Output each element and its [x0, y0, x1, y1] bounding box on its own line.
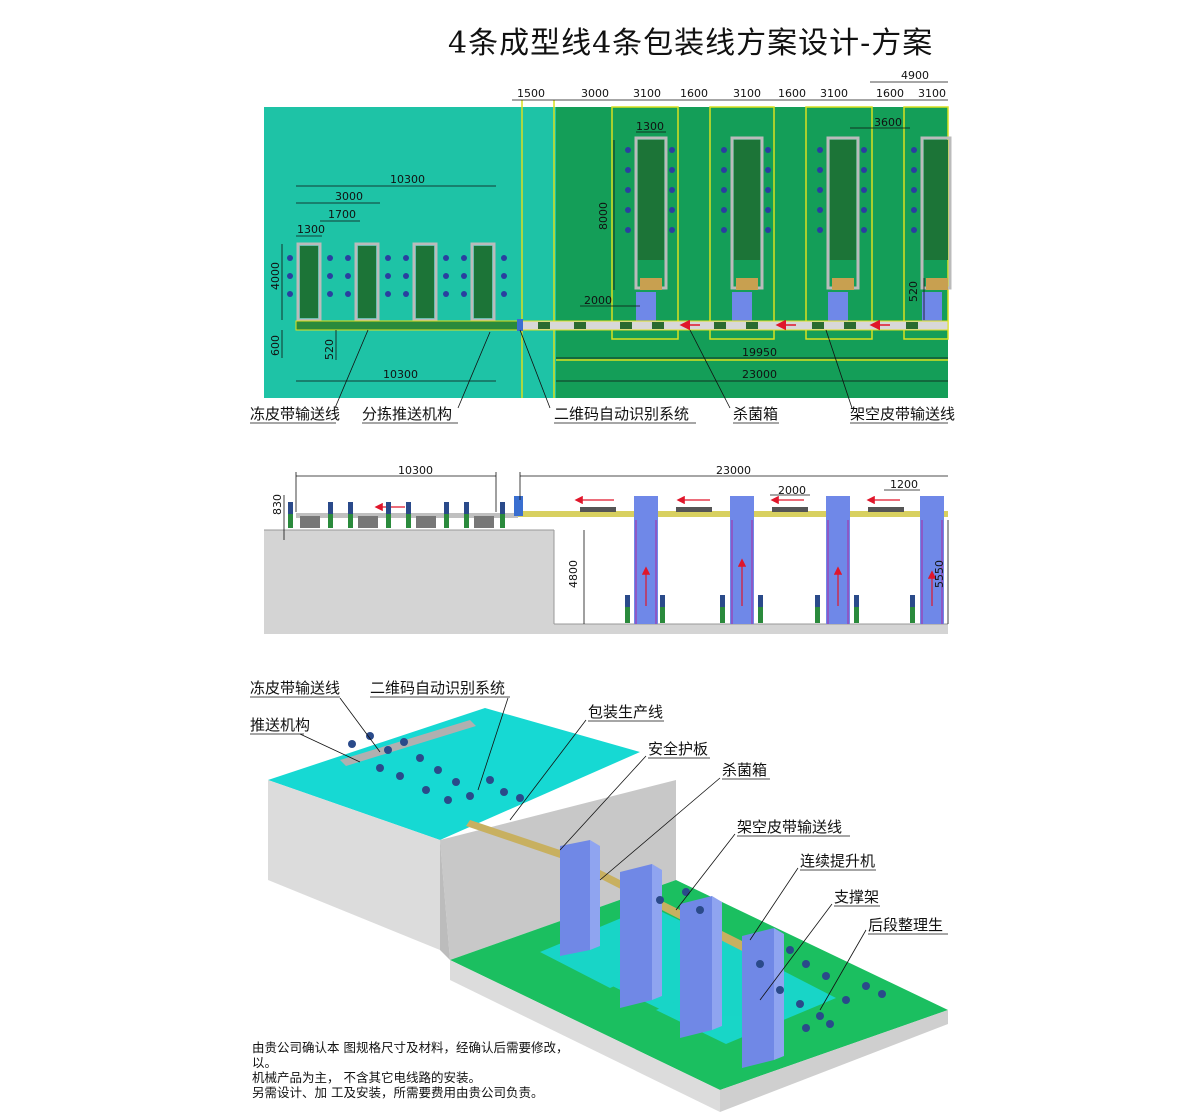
- note-line-4: 另需设计、加 工及安装，所需要费用由贵公司负责。: [252, 1085, 544, 1100]
- elevation-view: [264, 472, 949, 634]
- elev-dim-4800: 4800: [567, 560, 580, 588]
- dim-4900: 4900: [901, 69, 929, 82]
- dim-1600-c: 1600: [876, 87, 904, 100]
- dim-600: 600: [269, 335, 282, 356]
- dim-3000: 3000: [581, 87, 609, 100]
- plan-label-overhead-conveyor: 架空皮带输送线: [850, 405, 955, 423]
- isometric-view: [268, 697, 948, 1112]
- dim-1300-left: 1300: [297, 223, 325, 236]
- dim-520-right: 520: [907, 281, 920, 302]
- notes: 由贵公司确认本 图规格尺寸及材料，经确认后需要修改， 以。 机械产品为主， 不含…: [252, 1040, 568, 1100]
- dim-3100-a: 3100: [633, 87, 661, 100]
- dim-1300-right: 1300: [636, 120, 664, 133]
- dim-10300-top: 10300: [390, 173, 425, 186]
- iso-label-packing-line: 包装生产线: [588, 703, 663, 721]
- plan-view: [264, 81, 952, 409]
- plan-label-sterilizer: 杀菌箱: [733, 405, 778, 423]
- dim-3100-c: 3100: [820, 87, 848, 100]
- dim-3100-b: 3100: [733, 87, 761, 100]
- note-line-2: 以。: [252, 1055, 278, 1070]
- dim-3600: 3600: [874, 116, 902, 129]
- dim-2000-plan: 2000: [584, 294, 612, 307]
- iso-label-pusher: 推送机构: [250, 716, 310, 734]
- dim-3100-d: 3100: [918, 87, 946, 100]
- iso-label-sterilizer: 杀菌箱: [722, 761, 767, 779]
- iso-label-qr-system: 二维码自动识别系统: [370, 679, 505, 697]
- iso-label-overhead-conveyor: 架空皮带输送线: [737, 818, 842, 836]
- plan-label-belt-conveyor: 冻皮带输送线: [250, 405, 340, 423]
- iso-label-elevator: 连续提升机: [800, 852, 875, 870]
- dim-1700-left: 1700: [328, 208, 356, 221]
- elev-dim-830: 830: [271, 494, 284, 515]
- plan-label-qr-system: 二维码自动识别系统: [554, 405, 689, 423]
- iso-label-safety-guard: 安全护板: [648, 740, 708, 758]
- dim-8000: 8000: [597, 202, 610, 230]
- elev-dim-10300: 10300: [398, 464, 433, 477]
- iso-label-finishing-line: 后段整理生: [868, 916, 943, 934]
- iso-label-support-frame: 支撑架: [834, 888, 879, 906]
- note-line-1: 由贵公司确认本 图规格尺寸及材料，经确认后需要修改，: [252, 1040, 569, 1055]
- iso-label-belt-conveyor: 冻皮带输送线: [250, 679, 340, 697]
- dim-19950: 19950: [742, 346, 777, 359]
- dim-520-left: 520: [323, 339, 336, 360]
- dim-1600-b: 1600: [778, 87, 806, 100]
- dim-23000-plan: 23000: [742, 368, 777, 381]
- plan-label-sorting-pusher: 分拣推送机构: [362, 405, 452, 423]
- dim-1500: 1500: [517, 87, 545, 100]
- dim-10300-bottom: 10300: [383, 368, 418, 381]
- note-line-3: 机械产品为主， 不含其它电线路的安装。: [252, 1070, 481, 1085]
- dim-4000: 4000: [269, 262, 282, 290]
- page-title: 4条成型线4条包装线方案设计-方案: [448, 26, 934, 61]
- dim-1600-a: 1600: [680, 87, 708, 100]
- elev-dim-23000: 23000: [716, 464, 751, 477]
- elev-dim-5550: 5550: [933, 560, 946, 588]
- elev-dim-1200: 1200: [890, 478, 918, 491]
- elev-dim-2000: 2000: [778, 484, 806, 497]
- dim-3000-left: 3000: [335, 190, 363, 203]
